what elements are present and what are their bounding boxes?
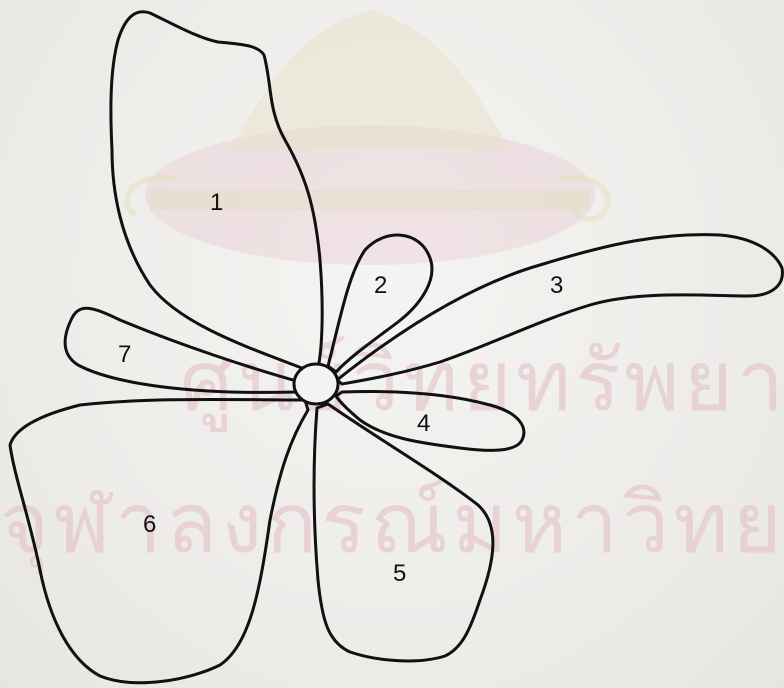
lobe-7-label: 7 <box>118 341 131 368</box>
lobe-6-label: 6 <box>143 511 156 538</box>
lobe-5-label: 5 <box>393 560 406 587</box>
lobe-1-label: 1 <box>210 189 223 216</box>
lobe-3-label: 3 <box>550 272 563 299</box>
seal-crown <box>230 10 510 150</box>
lobe-4-label: 4 <box>417 410 430 437</box>
watermark-line2: จุฬาลงกรณ์มหาวิทยาลัย <box>0 474 784 575</box>
central-hub <box>294 364 338 404</box>
watermark-seal <box>127 10 608 265</box>
lobe-2-label: 2 <box>374 272 387 299</box>
